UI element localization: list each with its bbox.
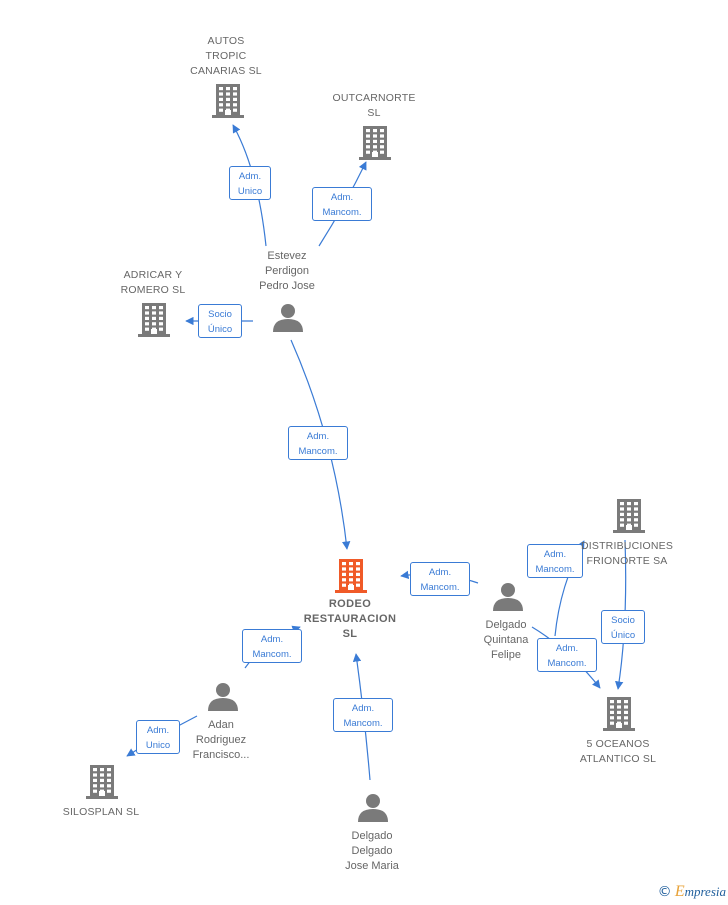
node-label-line: Francisco... xyxy=(192,749,250,761)
node-label-line: Quintana xyxy=(483,634,529,646)
node-label-line: RODEO xyxy=(328,598,372,610)
node-label-line: SL xyxy=(342,628,358,640)
company-icon[interactable] xyxy=(613,499,645,533)
relation-label-josemaria-rodeo[interactable]: Adm. Mancom. xyxy=(333,698,393,732)
node-label-outcar[interactable]: OUTCARNORTE SL xyxy=(332,91,415,121)
relation-label-line: Adm. xyxy=(330,192,354,203)
node-label-line: FRIONORTE SA xyxy=(586,555,668,567)
relation-label-line: Adm. xyxy=(428,567,452,578)
relation-label-line: Socio xyxy=(208,309,232,320)
relation-label-felipe-distrib[interactable]: Adm. Mancom. xyxy=(527,544,583,578)
node-label-silosplan[interactable]: SILOSPLAN SL xyxy=(63,805,140,820)
node-label-line: Perdigon xyxy=(264,265,310,277)
relation-label-estevez-rodeo[interactable]: Adm. Mancom. xyxy=(288,426,348,460)
relation-label-line: Mancom. xyxy=(547,658,587,669)
node-label-distrib[interactable]: DISTRIBUCIONES FRIONORTE SA xyxy=(581,539,673,569)
node-label-line: ADRICAR Y xyxy=(123,269,183,281)
node-label-line: Jose Maria xyxy=(345,860,399,872)
relation-label-line: Adm. xyxy=(260,634,284,645)
node-label-line: Pedro Jose xyxy=(259,280,315,292)
brand-footer: © Empresia xyxy=(658,883,726,901)
node-label-oceanos[interactable]: 5 OCEANOS ATLANTICO SL xyxy=(580,737,656,767)
relation-label-line: Adm. xyxy=(238,171,262,182)
node-label-line: OUTCARNORTE xyxy=(332,92,416,104)
relation-label-line: Socio xyxy=(611,615,635,626)
company-icon[interactable] xyxy=(86,765,118,799)
company-icon[interactable] xyxy=(359,126,391,160)
relation-label-line: Adm. xyxy=(351,703,375,714)
relation-label-line: Unico xyxy=(237,186,263,197)
relation-label-line: Mancom. xyxy=(322,207,362,218)
node-label-line: Rodriguez xyxy=(195,734,247,746)
copyright-symbol: © xyxy=(657,884,672,900)
person-icon[interactable] xyxy=(273,304,303,332)
node-label-line: Felipe xyxy=(491,649,521,661)
relation-label-estevez-outcar[interactable]: Adm. Mancom. xyxy=(312,187,372,221)
relation-label-line: Único xyxy=(610,630,636,641)
node-label-rodeo[interactable]: RODEO RESTAURACION SL xyxy=(304,597,397,642)
node-label-line: ROMERO SL xyxy=(120,284,186,296)
relation-label-line: Mancom. xyxy=(298,446,338,457)
node-label-line: SILOSPLAN SL xyxy=(62,806,140,818)
main-company-icon[interactable] xyxy=(335,559,367,593)
person-icon[interactable] xyxy=(358,794,388,822)
person-icon[interactable] xyxy=(208,683,238,711)
node-label-line: SL xyxy=(367,107,381,119)
node-label-adricar[interactable]: ADRICAR Y ROMERO SL xyxy=(121,268,186,298)
company-icon[interactable] xyxy=(138,303,170,337)
relation-label-felipe-rodeo[interactable]: Adm. Mancom. xyxy=(410,562,470,596)
node-label-line: ATLANTICO SL xyxy=(579,753,657,765)
node-label-autos[interactable]: AUTOS TROPIC CANARIAS SL xyxy=(190,34,262,79)
brand-initial: E xyxy=(674,883,685,900)
node-label-line: CANARIAS SL xyxy=(190,65,262,77)
person-icon[interactable] xyxy=(493,583,523,611)
node-label-line: Adan xyxy=(208,719,234,731)
relation-label-line: Mancom. xyxy=(252,649,292,660)
relation-label-line: Unico xyxy=(145,740,171,751)
relation-label-line: Adm. xyxy=(306,431,330,442)
company-icon[interactable] xyxy=(212,84,244,118)
relation-label-line: Mancom. xyxy=(420,582,460,593)
node-label-line: AUTOS xyxy=(207,35,245,47)
relation-label-line: Mancom. xyxy=(535,564,575,575)
brand-name: mpresia xyxy=(684,884,726,899)
node-label-line: DISTRIBUCIONES xyxy=(580,540,674,552)
node-label-line: RESTAURACION xyxy=(303,613,397,625)
relation-label-adan-silosplan[interactable]: Adm. Unico xyxy=(136,720,180,754)
node-label-line: Delgado xyxy=(351,845,393,857)
node-label-line: Estevez xyxy=(267,250,307,262)
relation-label-line: Mancom. xyxy=(343,718,383,729)
relation-label-adan-rodeo[interactable]: Adm. Mancom. xyxy=(242,629,302,663)
node-label-line: Delgado xyxy=(351,830,393,842)
relation-label-line: Adm. xyxy=(146,725,170,736)
company-icon[interactable] xyxy=(603,697,635,731)
node-label-line: TROPIC xyxy=(205,50,247,62)
relation-label-felipe-oceanos[interactable]: Adm. Mancom. xyxy=(537,638,597,672)
relation-label-estevez-autos[interactable]: Adm. Unico xyxy=(229,166,271,200)
node-label-line: 5 OCEANOS xyxy=(586,738,650,750)
relation-label-line: Adm. xyxy=(555,643,579,654)
relation-label-line: Único xyxy=(207,324,233,335)
node-label-line: Delgado xyxy=(485,619,527,631)
relation-label-line: Adm. xyxy=(543,549,567,560)
